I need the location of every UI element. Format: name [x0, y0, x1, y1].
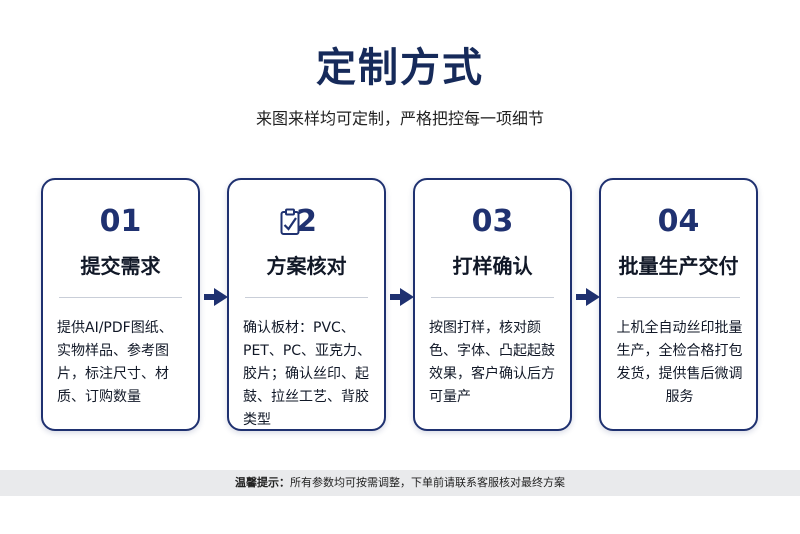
header: 定制方式 来图来样均可定制，严格把控每一项细节	[0, 40, 800, 130]
step-title: 方案核对	[266, 254, 347, 278]
step-title: 批量生产交付	[618, 254, 739, 278]
step-divider	[431, 297, 554, 298]
clipboard-check-icon	[280, 208, 300, 235]
step-number-text: 04	[657, 204, 700, 239]
step-title: 提交需求	[80, 254, 161, 278]
step-card-3: 03 打样确认 按图打样，核对颜色、字体、凸起起鼓效果，客户确认后方可量产	[413, 178, 572, 431]
footer-notice: 温馨提示：所有参数均可按需调整，下单前请联系客服核对最终方案	[0, 470, 800, 496]
process-steps: 01 提交需求 提供AI/PDF图纸、实物样品、参考图片，标注尺寸、材质、订购数…	[41, 178, 761, 433]
step-number: 01	[43, 202, 198, 242]
step-description: 确认板材：PVC、PET、PC、亚克力、胶片；确认丝印、起鼓、拉丝工艺、背胶类型	[243, 320, 372, 428]
step-card-1: 01 提交需求 提供AI/PDF图纸、实物样品、参考图片，标注尺寸、材质、订购数…	[41, 178, 200, 431]
step-card-4: 04 批量生产交付 上机全自动丝印批量生产，全检合格打包发货，提供售后微调服务	[599, 178, 758, 431]
page-subtitle: 来图来样均可定制，严格把控每一项细节	[255, 109, 544, 128]
page-title: 定制方式	[316, 45, 484, 91]
arrow-right-icon	[390, 288, 414, 306]
step-divider	[59, 297, 182, 298]
step-divider	[617, 297, 740, 298]
step-number-text: 01	[99, 204, 142, 239]
arrow-right-icon	[204, 288, 228, 306]
footer-text: 所有参数均可按需调整，下单前请联系客服核对最终方案	[290, 476, 565, 489]
step-card-2: 2 方案核对 确认板材：PVC、PET、PC、亚克力、胶片；确认丝印、起鼓、拉丝…	[227, 178, 386, 431]
step-description: 按图打样，核对颜色、字体、凸起起鼓效果，客户确认后方可量产	[429, 320, 555, 405]
step-number-text: 2	[296, 204, 317, 239]
footer-label: 温馨提示：	[235, 476, 290, 489]
step-number: 03	[415, 202, 570, 242]
arrow-right-icon	[576, 288, 600, 306]
step-number: 04	[601, 202, 756, 242]
step-number: 2	[229, 202, 384, 242]
step-description: 上机全自动丝印批量生产，全检合格打包发货，提供售后微调服务	[616, 320, 743, 405]
step-description: 提供AI/PDF图纸、实物样品、参考图片，标注尺寸、材质、订购数量	[57, 320, 173, 405]
step-title: 打样确认	[452, 254, 533, 278]
step-divider	[245, 297, 368, 298]
step-number-text: 03	[471, 204, 514, 239]
